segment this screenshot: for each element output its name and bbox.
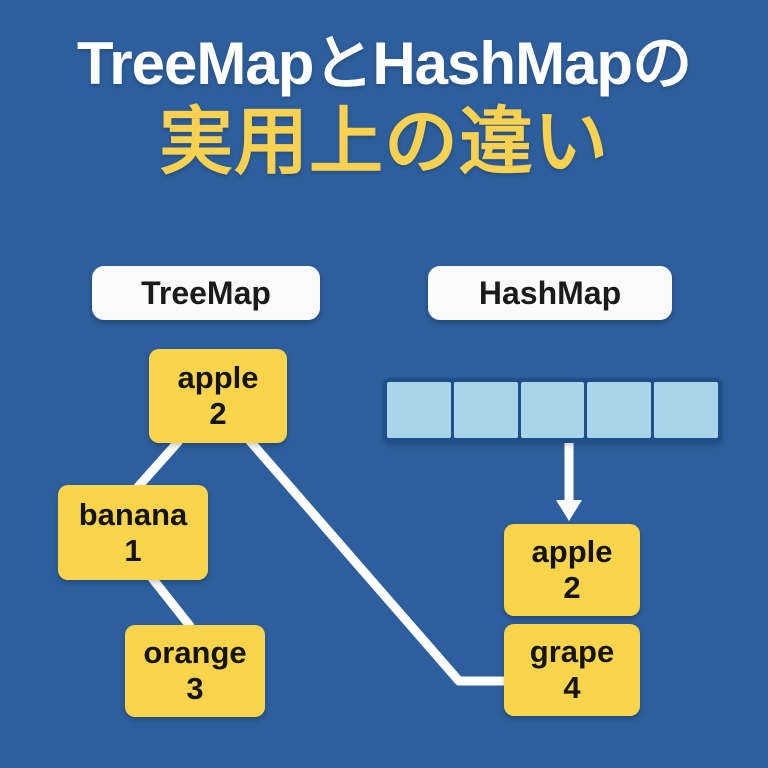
edge-apple-grape xyxy=(245,436,511,686)
hashmap-entry-apple[interactable]: apple 2 xyxy=(504,524,640,616)
treemap-node-orange[interactable]: orange 3 xyxy=(125,625,265,717)
hashmap-bucket-4[interactable] xyxy=(654,382,718,438)
node-key: orange xyxy=(143,635,247,670)
title-line-2: 実用上の違い xyxy=(159,100,609,183)
section-label-treemap: TreeMap xyxy=(92,266,320,320)
hashmap-bucket-0[interactable] xyxy=(387,382,451,438)
hashmap-bucket-1[interactable] xyxy=(453,382,518,438)
treemap-node-banana[interactable]: banana 1 xyxy=(58,485,208,580)
hashmap-bucket-array xyxy=(383,378,722,442)
bucket-to-entry-arrow-head xyxy=(556,500,582,521)
node-value: 2 xyxy=(563,570,581,605)
edge-apple-banana xyxy=(132,437,183,493)
hashmap-entry-grape[interactable]: grape 4 xyxy=(504,624,640,716)
node-key: banana xyxy=(78,496,188,532)
edge-banana-orange xyxy=(147,573,195,631)
hashmap-bucket-3[interactable] xyxy=(587,382,652,438)
node-key: grape xyxy=(529,634,615,669)
node-key: apple xyxy=(177,360,259,395)
node-value: 2 xyxy=(209,396,227,431)
title-block: TreeMapとHashMapの 実用上の違い xyxy=(0,28,768,184)
node-key: apple xyxy=(531,534,613,569)
section-label-hashmap: HashMap xyxy=(428,266,672,320)
node-value: 4 xyxy=(563,670,581,705)
hashmap-bucket-2[interactable] xyxy=(520,382,585,438)
title-line-1: TreeMapとHashMapの xyxy=(76,30,692,97)
node-value: 1 xyxy=(124,532,142,568)
node-value: 3 xyxy=(186,671,204,706)
treemap-node-apple[interactable]: apple 2 xyxy=(149,349,287,443)
